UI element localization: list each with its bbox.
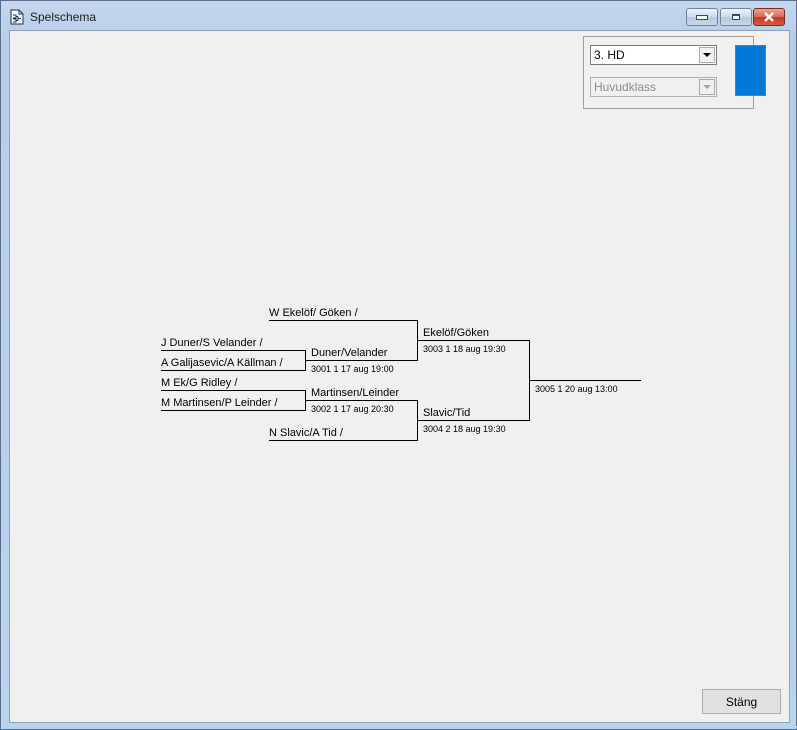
player-entry: N Slavic/A Tid / [269, 427, 343, 439]
match-winner: Slavic/Tid [423, 407, 471, 419]
class-select-dropdown[interactable] [699, 47, 715, 63]
class-select-value: 3. HD [594, 48, 625, 62]
class-select[interactable]: 3. HD [590, 45, 717, 65]
close-button[interactable]: Stäng [702, 689, 781, 714]
maximize-icon [732, 14, 740, 20]
match-info: 3002 1 17 aug 20:30 [311, 404, 394, 414]
player-entry: M Martinsen/P Leinder / [161, 397, 278, 409]
match-winner: Martinsen/Leinder [311, 387, 400, 399]
player-entry: A Galijasevic/A Källman / [161, 357, 283, 369]
minimize-button[interactable] [686, 8, 718, 26]
match-winner: Ekelöf/Göken [423, 327, 490, 339]
chevron-down-icon [703, 85, 711, 89]
window-border [1, 726, 797, 728]
match-winner: Duner/Velander [311, 347, 388, 359]
match-info: 3003 1 18 aug 19:30 [423, 344, 506, 354]
close-window-button[interactable] [753, 8, 785, 26]
category-select: Huvudklass [590, 77, 717, 97]
bracket-lines [161, 320, 641, 441]
title-bar[interactable]: Spelschema [1, 1, 796, 31]
maximize-button[interactable] [720, 8, 752, 26]
close-icon [764, 12, 774, 22]
player-entry: W Ekelöf/ Göken / [269, 307, 358, 319]
category-select-dropdown [699, 79, 715, 95]
player-entry: J Duner/S Velander / [161, 337, 263, 349]
bracket-document-icon [10, 9, 24, 25]
player-entry: M Ek/G Ridley / [161, 377, 238, 389]
minimize-icon [696, 14, 708, 20]
category-select-value: Huvudklass [594, 80, 657, 94]
match-info: 3001 1 17 aug 19:00 [311, 364, 394, 374]
client-area: 3. HD Huvudklass [9, 30, 790, 723]
window-title: Spelschema [30, 10, 97, 24]
chevron-down-icon [703, 53, 711, 57]
match-info: 3005 1 20 aug 13:00 [535, 384, 618, 394]
match-info: 3004 2 18 aug 19:30 [423, 424, 506, 434]
class-color-swatch[interactable] [735, 45, 766, 96]
